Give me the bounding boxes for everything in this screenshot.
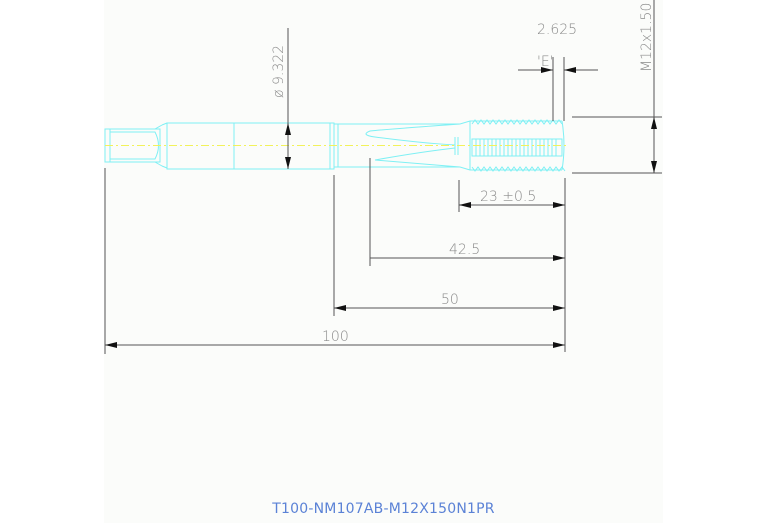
thread-core (471, 120, 565, 171)
e-reference-label: 'E' (537, 54, 554, 70)
drawing-panel (104, 0, 663, 523)
thread-crest-bottom (471, 166, 566, 172)
neck-length-label: 50 (441, 292, 459, 308)
part-number-caption: T100-NM107AB-M12X150N1PR (272, 501, 495, 517)
tap-outline (104, 119, 566, 172)
e-offset-label: 2.625 (537, 22, 577, 38)
dimension-lines (104, 0, 662, 354)
flute-length-label: 42.5 (449, 242, 480, 258)
thread-crest-top (471, 119, 563, 125)
thread-spec-label: M12x1.50 (639, 3, 655, 72)
thread-length-label: 23 ±0.5 (480, 189, 536, 205)
overall-length-label: 100 (322, 329, 349, 345)
shank-diameter-label: ø 9.322 (271, 45, 287, 98)
